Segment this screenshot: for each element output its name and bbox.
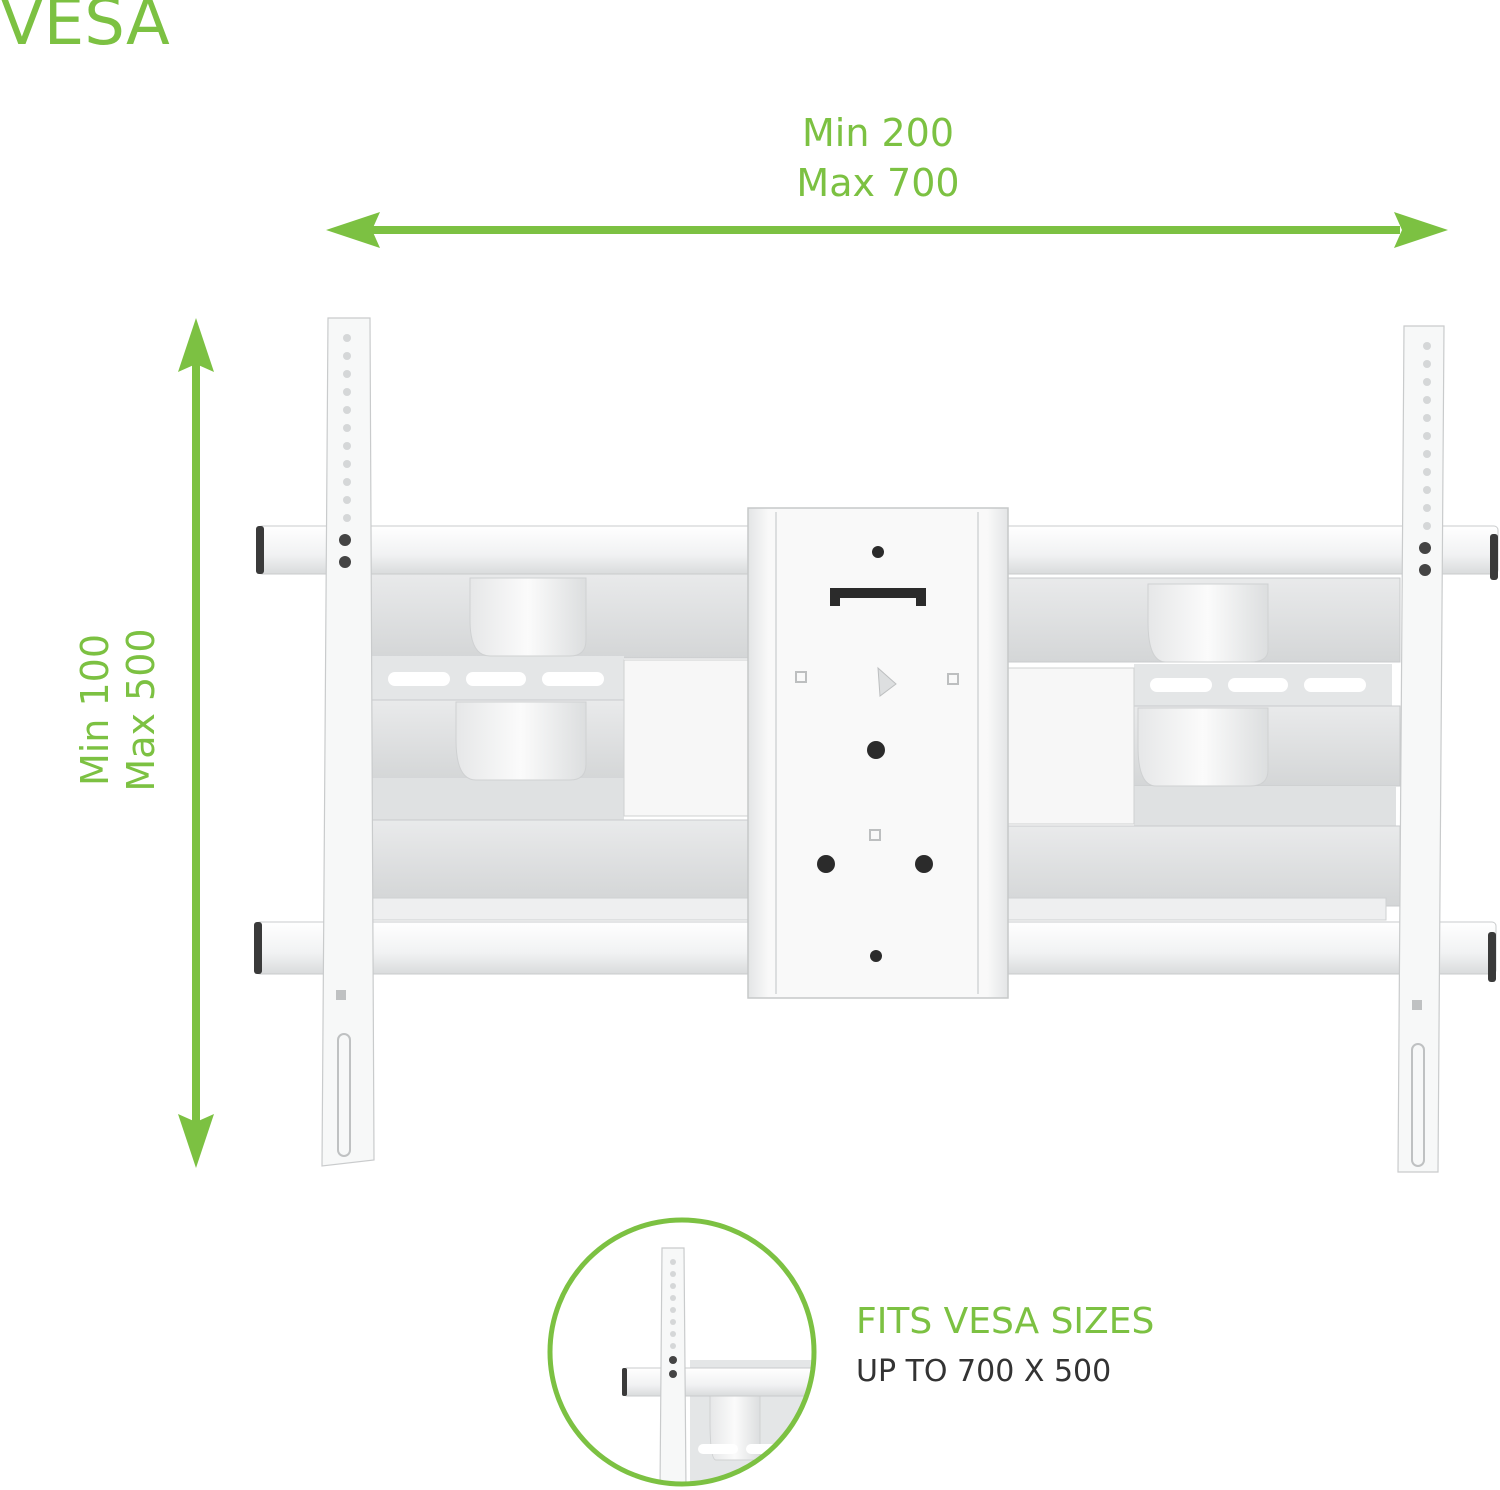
detail-magnifier-icon xyxy=(547,1217,817,1487)
height-arrow-icon xyxy=(178,318,214,1168)
width-dimension-label: Min 200 Max 700 xyxy=(728,108,1028,208)
width-max-label: Max 700 xyxy=(796,161,960,205)
width-min-label: Min 200 xyxy=(801,111,955,155)
page-title: VESA xyxy=(0,0,170,60)
callout-title: FITS VESA SIZES xyxy=(856,1301,1155,1342)
callout-subtitle: UP TO 700 X 500 xyxy=(856,1354,1112,1389)
tv-mount-bracket-icon xyxy=(254,317,1499,1173)
width-arrow-icon xyxy=(326,212,1448,248)
